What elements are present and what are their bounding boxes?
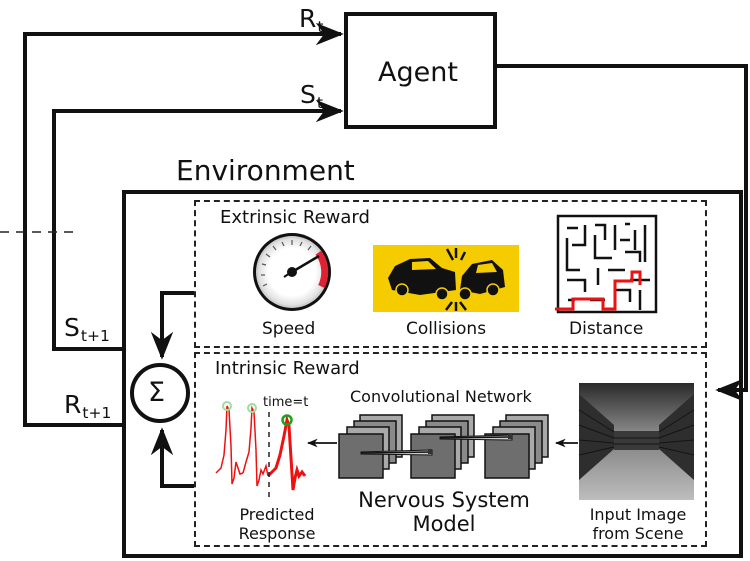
distance-label: Distance: [569, 319, 644, 339]
reward-t-label: Rt: [299, 4, 324, 37]
conv-layer-stack-3: [484, 414, 549, 479]
maze-path-red: [555, 270, 642, 311]
environment-box: [122, 190, 743, 558]
collisions-label: Collisions: [406, 319, 487, 339]
conv-layer-stack-1: [338, 414, 403, 479]
environment-label: Environment: [176, 154, 355, 187]
conv-network-label: Convolutional Network: [350, 387, 532, 406]
state-feedback-line: [52, 99, 344, 351]
input-scene-image: [578, 383, 695, 500]
reward-feedback-line: [23, 22, 344, 427]
intrinsic-to-sum-line: [150, 427, 194, 488]
extrinsic-to-sum-line: [150, 291, 194, 360]
action-line: [497, 64, 748, 402]
nervous-system-label: Nervous System Model: [358, 488, 530, 536]
conv-layer-stack-2: [410, 414, 475, 479]
speed-label: Speed: [262, 319, 316, 339]
conv-connectors: [360, 434, 513, 456]
reward-t1-label: Rt+1: [64, 390, 112, 423]
speedometer-icon: [253, 233, 331, 311]
agent-box: [344, 12, 497, 129]
predicted-response-waveform: [215, 401, 307, 491]
extrinsic-reward-box: [194, 200, 707, 348]
input-image-label: Input Image from Scene: [589, 505, 687, 544]
intrinsic-title: Intrinsic Reward: [215, 358, 360, 379]
car-collision-icon: [373, 245, 519, 312]
predicted-response-label: Predicted Response: [238, 505, 316, 544]
extrinsic-title: Extrinsic Reward: [220, 207, 370, 228]
summation-node: [130, 363, 190, 423]
agent-label: Agent: [378, 57, 458, 88]
summation-symbol: Σ: [148, 377, 166, 408]
intrinsic-reward-box: [194, 352, 707, 547]
time-marker-label: time=t: [263, 395, 309, 410]
state-t-label: St: [300, 80, 323, 113]
state-t1-label: St+1: [64, 313, 110, 346]
